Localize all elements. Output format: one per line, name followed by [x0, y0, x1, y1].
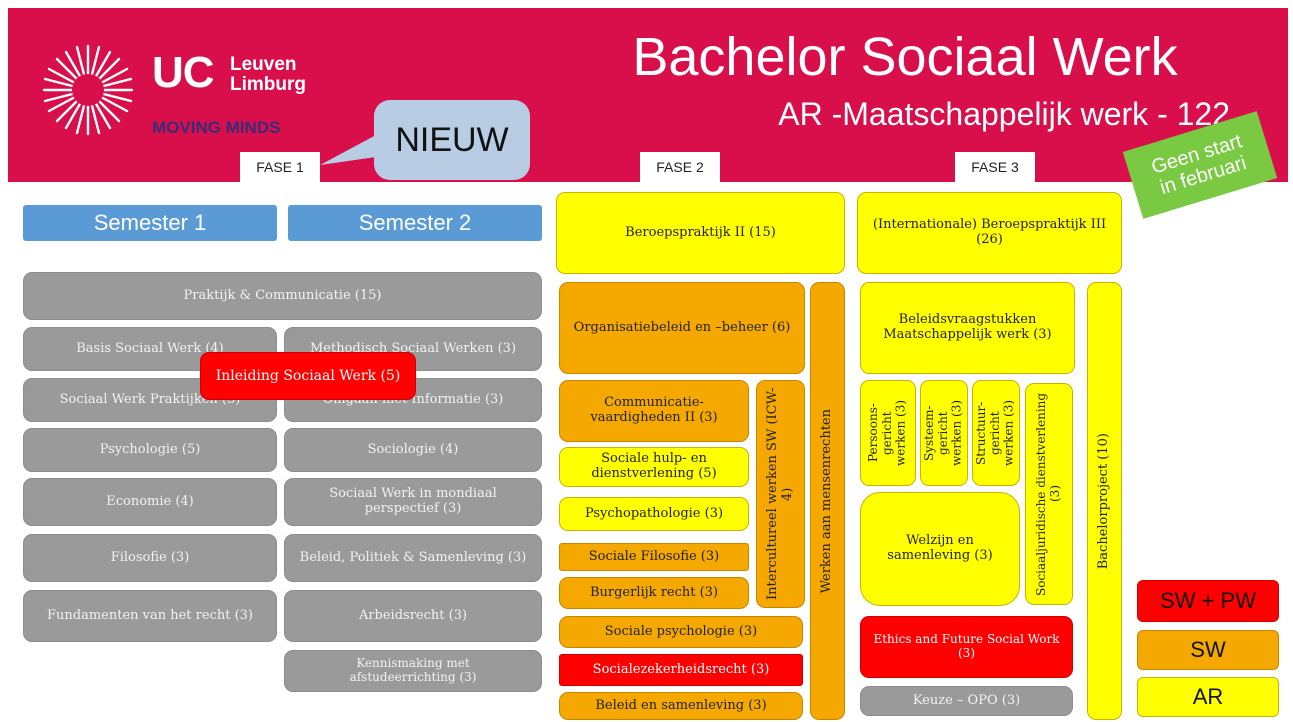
course-fundamenten-recht: Fundamenten van het recht (3): [23, 590, 277, 642]
course-organisatiebeleid: Organisatiebeleid en –beheer (6): [559, 282, 805, 374]
course-bachelorproject: Bachelorproject (10): [1087, 282, 1122, 720]
course-sociaaljuridische-dienstverlening-label: Sociaaljuridische dienstverlening (3): [1034, 392, 1062, 596]
course-intercultureel-werken: Intercultureel werken SW (ICW-4): [756, 380, 805, 608]
course-burgerlijk-recht: Burgerlijk recht (3): [559, 577, 749, 609]
course-werken-aan-mensenrechten-label: Werken aan mensenrechten: [819, 408, 835, 594]
course-beroepspraktijk-2: Beroepspraktijk II (15): [556, 192, 845, 274]
course-bachelorproject-label: Bachelorproject (10): [1096, 432, 1112, 570]
fase2-label: FASE 2: [640, 152, 720, 182]
course-filosofie: Filosofie (3): [23, 534, 277, 582]
nieuw-label: NIEUW: [395, 120, 509, 159]
course-beleid-en-samenleving: Beleid en samenleving (3): [559, 692, 803, 720]
logo-tagline: MOVING MINDS: [152, 118, 281, 137]
fase3-label: FASE 3: [955, 152, 1035, 182]
semester-1-header: Semester 1: [23, 205, 277, 241]
course-sociale-hulp-dienstverlening: Sociale hulp- en dienstverlening (5): [559, 447, 749, 487]
course-structuurgericht-werken: Structuur-gericht werken (3): [972, 380, 1020, 486]
logo-limburg: Limburg: [230, 74, 306, 95]
course-praktijk-communicatie: Praktijk & Communicatie (15): [23, 272, 542, 320]
course-keuze-opo: Keuze – OPO (3): [860, 686, 1073, 716]
course-beleidsvraagstukken: Beleidsvraagstukken Maatschappelijk werk…: [860, 282, 1075, 374]
course-inleiding-sociaal-werk: Inleiding Sociaal Werk (5): [200, 352, 416, 400]
semester-2-header: Semester 2: [288, 205, 542, 241]
logo: UC Leuven Limburg MOVING MINDS: [38, 40, 328, 140]
course-sociale-psychologie: Sociale psychologie (3): [559, 616, 803, 648]
legend-sw: SW: [1137, 630, 1279, 670]
course-structuurgericht-werken-label: Structuur-gericht werken (3): [974, 399, 1016, 467]
page-subtitle: AR -Maatschappelijk werk - 122: [778, 96, 1230, 132]
course-sociale-filosofie: Sociale Filosofie (3): [559, 543, 749, 571]
logo-leuven: Leuven: [230, 54, 297, 75]
legend-sw-pw: SW + PW: [1137, 580, 1279, 622]
logo-uc: UC: [152, 48, 215, 97]
course-psychologie: Psychologie (5): [23, 428, 277, 472]
course-kennismaking-afstudeerrichting: Kennismaking met afstudeerrichting (3): [284, 650, 542, 692]
course-communicatievaardigheden-2: Communicatie-vaardigheden II (3): [559, 380, 749, 442]
course-basis-sociaal-werk: Basis Sociaal Werk (4): [23, 327, 277, 371]
course-beleid-politiek-samenleving: Beleid, Politiek & Samenleving (3): [284, 534, 542, 582]
course-arbeidsrecht: Arbeidsrecht (3): [284, 590, 542, 642]
nieuw-bubble-tail: [320, 135, 376, 165]
course-werken-aan-mensenrechten: Werken aan mensenrechten: [810, 282, 845, 720]
legend-ar: AR: [1137, 677, 1279, 717]
course-welzijn-en-samenleving: Welzijn en samenleving (3): [860, 492, 1020, 606]
sunburst-icon: [42, 44, 134, 136]
page-title: Bachelor Sociaal Werk: [632, 27, 1178, 87]
course-sociaaljuridische-dienstverlening: Sociaaljuridische dienstverlening (3): [1025, 383, 1073, 605]
course-persoonsgericht-werken-label: Persoons-gericht werken (3): [866, 399, 908, 467]
course-persoonsgericht-werken: Persoons-gericht werken (3): [860, 380, 916, 486]
course-beroepspraktijk-3: (Internationale) Beroepspraktijk III (26…: [857, 192, 1122, 274]
fase1-label: FASE 1: [240, 152, 320, 182]
course-sociologie: Sociologie (4): [284, 428, 542, 472]
course-ethics-future-social-work: Ethics and Future Social Work (3): [860, 616, 1073, 678]
course-systeemgericht-werken-label: Systeem-gericht werken (3): [922, 399, 964, 467]
nieuw-bubble: NIEUW: [374, 100, 530, 180]
course-systeemgericht-werken: Systeem-gericht werken (3): [920, 380, 968, 486]
course-psychopathologie: Psychopathologie (3): [559, 497, 749, 531]
course-socialezekerheidsrecht: Socialezekerheidsrecht (3): [559, 654, 803, 686]
course-intercultureel-werken-label: Intercultureel werken SW (ICW-4): [764, 387, 795, 601]
course-sociaal-werk-mondiaal: Sociaal Werk in mondiaal perspectief (3): [284, 478, 542, 526]
course-economie: Economie (4): [23, 478, 277, 526]
